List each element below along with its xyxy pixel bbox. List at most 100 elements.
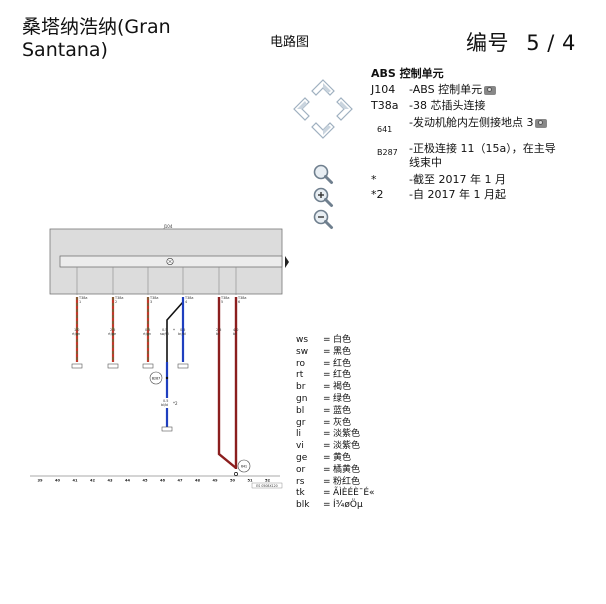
color-name: 淡紫色: [333, 441, 361, 452]
equals-sign: =: [323, 417, 331, 428]
svg-text:2.5: 2.5: [216, 328, 221, 332]
note-star2: *2: [173, 401, 178, 406]
pin-number: 4: [185, 300, 187, 304]
bus-number: 40: [55, 479, 61, 483]
color-abbr: li: [296, 429, 302, 440]
svg-text:4.0: 4.0: [233, 328, 238, 332]
equals-sign: =: [323, 370, 331, 381]
color-name: 白色: [333, 335, 352, 345]
camera-icon[interactable]: [535, 118, 548, 128]
wire-6: [217, 297, 237, 469]
bus-number: 48: [195, 479, 201, 483]
legend-heading: ABS 控制单元: [371, 67, 444, 80]
color-name: 蓝色: [333, 405, 352, 416]
pin-label: T38a: [184, 296, 193, 300]
doc-ref: ES 0508X120: [256, 484, 277, 488]
svg-text:br: br: [233, 332, 237, 336]
svg-text:0.5: 0.5: [162, 328, 167, 332]
legend-code: *2: [371, 188, 384, 201]
pin-number: 1: [79, 300, 81, 304]
bus-number: 41: [72, 479, 78, 483]
pan-arrows-icon[interactable]: [290, 76, 356, 142]
pin-label: T38a: [237, 296, 246, 300]
equals-sign: =: [323, 335, 331, 345]
color-abbr: tk: [296, 488, 305, 499]
pin-number: 2: [115, 300, 117, 304]
legend-code: T38a: [371, 99, 399, 112]
equals-sign: =: [323, 358, 331, 369]
equals-sign: =: [323, 500, 331, 511]
diagram-type-label: 电路图: [270, 35, 310, 50]
svg-text:641: 641: [241, 465, 247, 469]
legend-code: B287: [377, 148, 398, 157]
terminal-box: [107, 363, 119, 369]
legend-desc: -ABS 控制单元: [409, 83, 483, 96]
color-abbr: ro: [296, 358, 306, 369]
svg-text:br/bl: br/bl: [178, 332, 186, 336]
color-name: 红色: [333, 370, 352, 381]
color-name: Í¾øÖµ: [333, 500, 363, 511]
zoom-in-icon[interactable]: [312, 186, 334, 208]
note-star: *: [173, 328, 175, 333]
color-name: 粉红色: [333, 476, 361, 487]
bus-number: 42: [90, 479, 96, 483]
color-name: ÃÌÈÉÈ¯É«: [333, 488, 375, 499]
color-name: 褐色: [333, 382, 352, 393]
splice-point: [149, 371, 163, 385]
pin-number: 3: [150, 300, 152, 304]
legend-item: 641 -发动机舱内左侧接地点 3: [371, 116, 601, 134]
continue-right-icon: [285, 256, 289, 268]
color-key-row: tk=ÃÌÈÉÈ¯É«: [296, 488, 375, 500]
equals-sign: =: [323, 476, 331, 487]
page-number-value: 5 / 4: [526, 31, 576, 55]
color-abbr: gr: [296, 417, 306, 428]
camera-icon[interactable]: [484, 85, 497, 95]
legend-code: *: [371, 173, 377, 186]
color-key-row: li=淡紫色: [296, 429, 375, 441]
wiring-diagram[interactable]: J104 T38a 1 T38a 2 T38a 3 T38a 4 T38a 5 …: [30, 222, 290, 512]
legend-item: B287 -正极连接 11（15a），在主导线束中: [371, 142, 601, 170]
terminal-box: [71, 363, 83, 369]
color-name: 灰色: [333, 417, 352, 428]
color-key-row: vi =淡紫色: [296, 441, 375, 453]
color-abbr: ge: [296, 452, 308, 463]
legend-item: *2 -自 2017 年 1 月起: [371, 188, 601, 202]
color-name: 绿色: [333, 393, 352, 404]
color-key-row: gn=绿色: [296, 394, 375, 406]
svg-text:B287: B287: [152, 377, 160, 381]
legend-desc: -38 芯插头连接: [409, 99, 486, 112]
bus-number: 50: [230, 479, 236, 483]
svg-text:0.5: 0.5: [163, 399, 168, 403]
color-name: 黑色: [333, 346, 352, 357]
bus-number: 44: [125, 479, 131, 483]
color-name: 橘黄色: [333, 464, 361, 475]
color-abbr: gn: [296, 393, 308, 404]
equals-sign: =: [323, 429, 331, 440]
color-name: 红色: [333, 358, 352, 369]
equals-sign: =: [323, 452, 331, 463]
legend-desc: -发动机舱内左侧接地点 3: [409, 116, 534, 129]
svg-text:bl/bl: bl/bl: [161, 403, 168, 407]
equals-sign: =: [323, 346, 331, 357]
legend-desc: -正极连接 11（15a），在主导线束中: [409, 142, 556, 169]
color-abbr: vi: [296, 441, 304, 452]
color-key-row: rs=粉红色: [296, 477, 375, 489]
svg-text:0.5: 0.5: [180, 328, 185, 332]
svg-text:rt/ge: rt/ge: [108, 332, 116, 336]
pin-number: 5: [221, 300, 223, 304]
legend-item: * -截至 2017 年 1 月: [371, 173, 601, 187]
legend-code: 641: [377, 125, 393, 134]
color-key-row: br=褐色: [296, 382, 375, 394]
svg-text:1.0: 1.0: [74, 328, 79, 332]
color-abbr: blk: [296, 500, 310, 511]
magnifier-icon[interactable]: [312, 163, 334, 185]
equals-sign: =: [323, 441, 331, 452]
color-abbr: rt: [296, 370, 304, 381]
svg-text:sw/bl: sw/bl: [160, 332, 169, 336]
zoom-out-icon[interactable]: [312, 208, 334, 230]
legend-desc: -自 2017 年 1 月起: [409, 188, 506, 201]
pin-label: T38a: [78, 296, 87, 300]
color-name: 黄色: [333, 452, 352, 463]
page-title: 桑塔纳浩纳(Gran Santana): [22, 16, 171, 61]
